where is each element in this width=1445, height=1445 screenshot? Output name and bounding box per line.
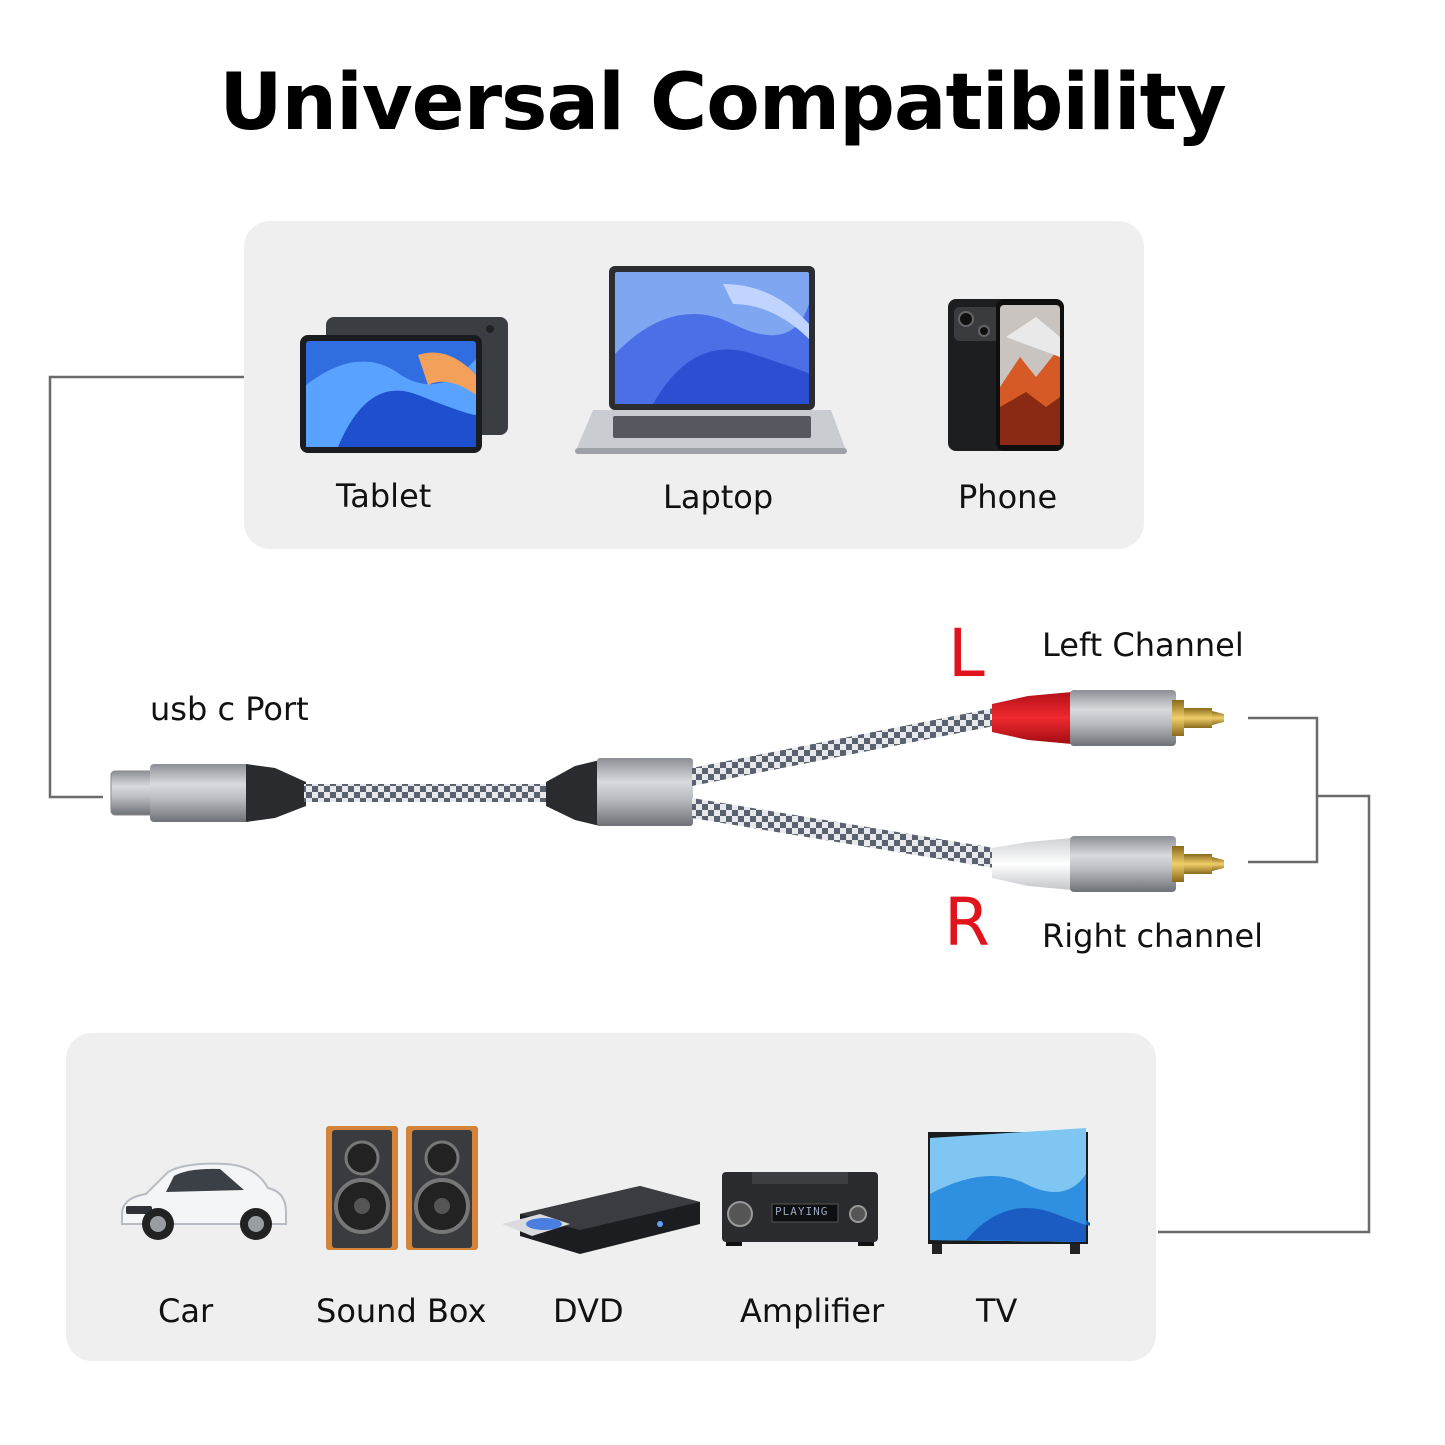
device-label-tablet: Tablet: [336, 477, 432, 515]
usb-c-housing: [150, 764, 250, 822]
phone-icon: [948, 299, 1064, 451]
device-label-laptop: Laptop: [663, 478, 774, 516]
right-channel-label: Right channel: [1042, 917, 1264, 955]
device-label-tv: TV: [976, 1292, 1018, 1330]
left-branch-cable: [692, 708, 994, 786]
tablet-icon: [300, 317, 508, 453]
right-rca-boot: [992, 838, 1072, 890]
tv-icon: [928, 1128, 1090, 1254]
speaker-icon: [326, 1126, 478, 1250]
y-splitter: [597, 758, 693, 826]
left-rca-boot: [992, 692, 1072, 744]
usb-c-strain-relief: [246, 764, 306, 822]
left-channel-letter: L: [948, 615, 985, 692]
device-label-amplifier: Amplifier: [740, 1292, 885, 1330]
right-rca-body: [1070, 836, 1176, 892]
page-title: Universal Compatibility: [219, 58, 1227, 148]
car-icon: [121, 1162, 287, 1240]
usb-c-plug: [110, 770, 156, 816]
device-label-sound-box: Sound Box: [316, 1292, 487, 1330]
right-branch-cable: [692, 798, 994, 868]
left-channel-label: Left Channel: [1042, 626, 1244, 664]
amplifier-icon: [722, 1172, 878, 1246]
dvd-player-icon: [502, 1186, 700, 1254]
device-label-phone: Phone: [958, 478, 1058, 516]
device-label-dvd: DVD: [553, 1292, 624, 1330]
right-channel-letter: R: [944, 884, 990, 961]
amplifier-display-text: PLAYING: [775, 1205, 829, 1218]
main-cable: [304, 784, 550, 802]
usb-c-port-label: usb c Port: [150, 690, 309, 728]
left-rca-body: [1070, 690, 1176, 746]
device-label-car: Car: [158, 1292, 214, 1330]
laptop-icon: [575, 266, 847, 454]
